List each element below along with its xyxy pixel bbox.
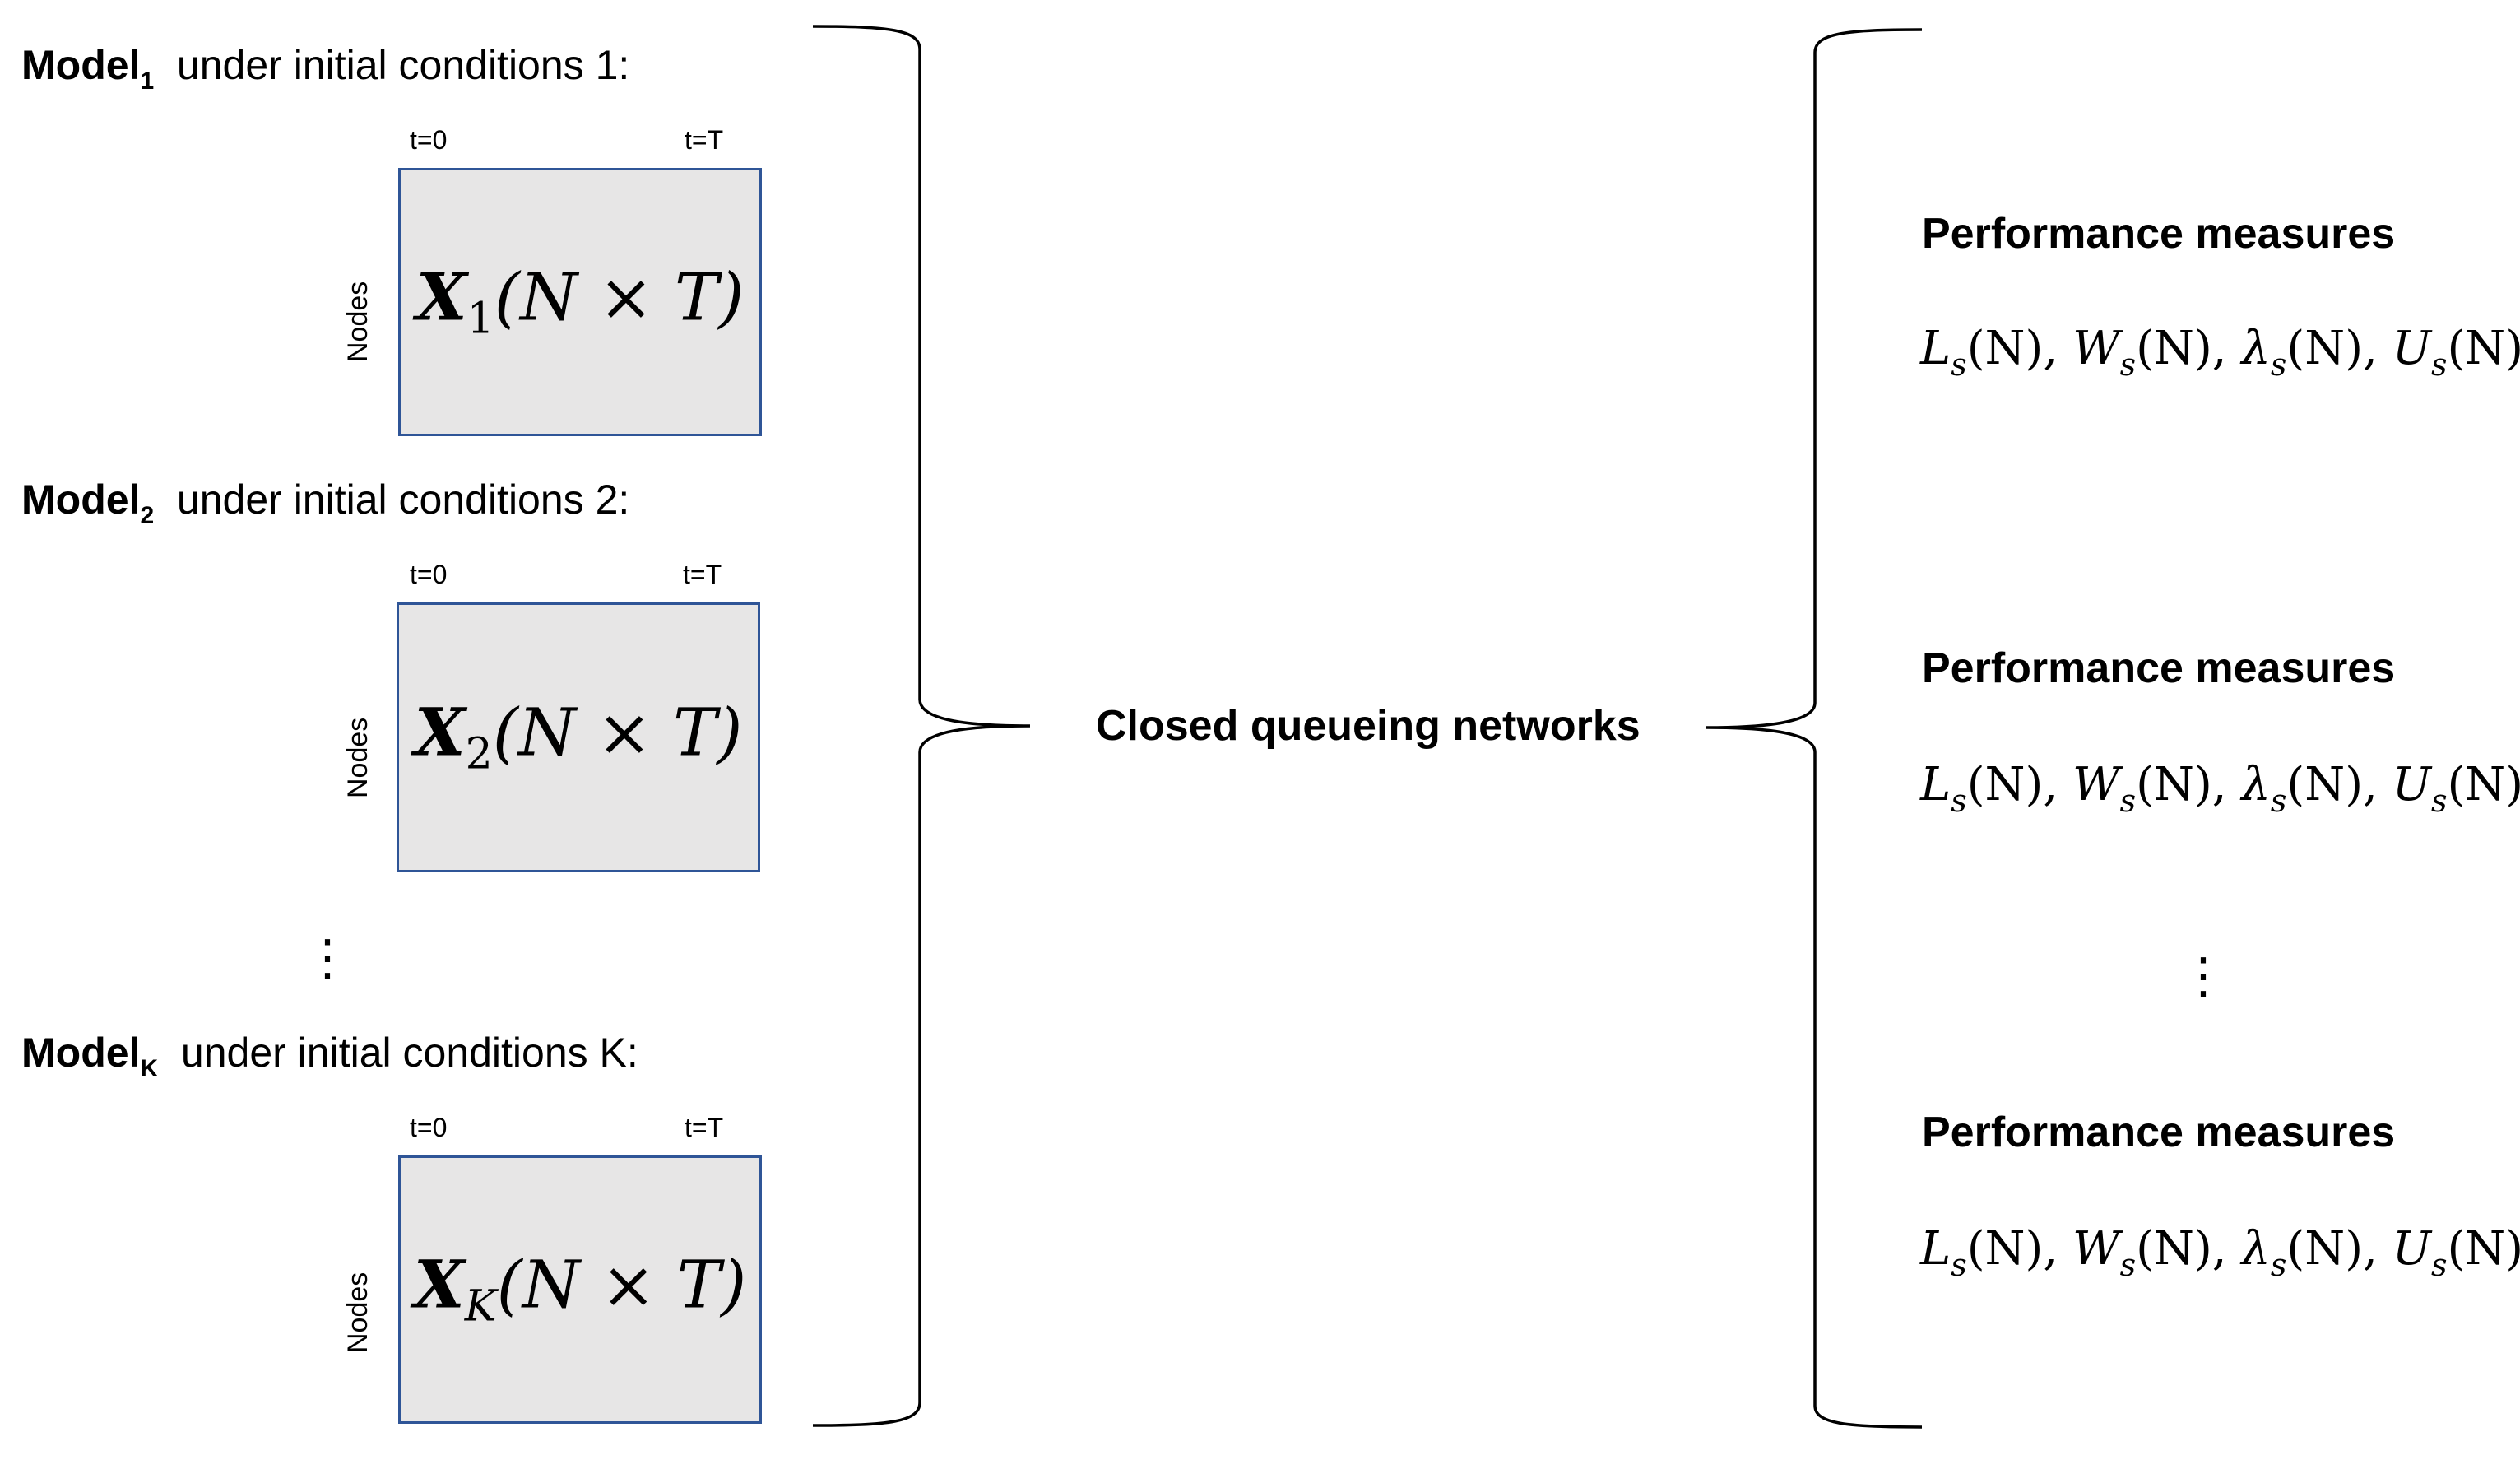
performance-3-W: W (2072, 1222, 2120, 1276)
performance-1-lambda: λ (2241, 322, 2271, 375)
performance-1-W-sub: s (2119, 346, 2137, 383)
performance-3-sep-3: , (2363, 1222, 2392, 1276)
performance-3-formula: Ls(N), Ws(N), λs(N), Us(N) (1920, 1226, 2520, 1281)
performance-3-L-sub: s (1951, 1247, 1967, 1283)
performance-2-title: Performance measures (1922, 644, 2396, 692)
model-k-index: K (140, 1055, 159, 1082)
performance-1-L-arg: (N) (1966, 322, 2044, 375)
performance-1-lambda-arg: (N) (2286, 322, 2364, 375)
model-1-name: Model (21, 42, 141, 88)
performance-3-sep-2: , (2211, 1222, 2242, 1276)
model-1-matrix: X1(N × T) (398, 168, 762, 436)
performance-3-lambda-arg: (N) (2286, 1222, 2364, 1276)
performance-2-W: W (2072, 758, 2120, 811)
model-1-matrix-formula: X1(N × T) (401, 264, 759, 341)
model-1-t-start: t=0 (410, 125, 448, 155)
model-2-index: 2 (140, 502, 155, 529)
performance-3-lambda: λ (2241, 1222, 2271, 1276)
model-1-label: Model1 under initial conditions 1: (21, 44, 629, 94)
model-k-matrix-symbol: X (413, 1245, 465, 1323)
performance-3-U: U (2392, 1222, 2431, 1276)
model-2-caption: under initial conditions 2: (176, 477, 630, 523)
model-1-t-end: t=T (685, 125, 724, 155)
performance-1-title: Performance measures (1922, 210, 2396, 258)
performance-3-L: L (1920, 1222, 1951, 1276)
model-2-name: Model (21, 477, 141, 523)
model-1-matrix-symbol: X (415, 258, 467, 336)
model-2-matrix-sub: 2 (465, 729, 493, 779)
performance-1-sep-1: , (2043, 322, 2073, 375)
performance-3-lambda-sub: s (2270, 1247, 2287, 1283)
model-2-matrix-symbol: X (414, 693, 466, 771)
performance-2-W-sub: s (2119, 783, 2137, 819)
model-2-matrix-dims: (N × T) (492, 694, 743, 771)
performance-1-L: L (1920, 322, 1951, 375)
model-k-matrix: XK(N × T) (398, 1155, 762, 1424)
model-k-t-start: t=0 (410, 1113, 448, 1142)
performance-1-U-arg: (N) (2447, 322, 2520, 375)
performance-2-lambda: λ (2241, 758, 2271, 811)
performance-1-formula: Ls(N), Ws(N), λs(N), Us(N) (1920, 326, 2520, 383)
performance-1-sep-3: , (2363, 322, 2392, 375)
performance-3-sep-1: , (2043, 1222, 2073, 1276)
performance-1-W: W (2072, 322, 2120, 375)
performance-2-sep-2: , (2211, 758, 2242, 811)
performance-3-L-arg: (N) (1966, 1222, 2044, 1276)
model-k-matrix-dims: (N × T) (496, 1246, 747, 1323)
performance-3-W-sub: s (2119, 1247, 2137, 1283)
performance-3-title: Performance measures (1922, 1109, 2396, 1156)
performance-2-sep-3: , (2363, 758, 2392, 811)
model-k-nodes-axis-label: Nodes (342, 1272, 374, 1353)
model-2-t-start: t=0 (410, 560, 448, 589)
model-k-name: Model (21, 1030, 141, 1076)
left-curly-brace (812, 25, 1031, 1427)
left-ellipsis: ⋮ (303, 929, 352, 987)
performance-1-lambda-sub: s (2270, 346, 2287, 383)
model-2-matrix-formula: X2(N × T) (399, 700, 758, 776)
performance-1-W-arg: (N) (2136, 322, 2212, 375)
right-ellipsis: ⋮ (2179, 947, 2228, 1005)
model-1-matrix-sub: 1 (466, 294, 494, 344)
performance-2-sep-1: , (2043, 758, 2073, 811)
performance-3-U-arg: (N) (2447, 1222, 2520, 1276)
closed-queueing-networks-label: Closed queueing networks (1096, 702, 1641, 750)
model-k-label: ModelK under initial conditions K: (21, 1032, 638, 1081)
performance-2-U-sub: s (2430, 783, 2448, 819)
performance-2-L-sub: s (1951, 783, 1967, 819)
performance-2-U: U (2392, 758, 2431, 811)
model-1-index: 1 (140, 67, 155, 95)
performance-1-U-sub: s (2430, 346, 2448, 383)
model-1-nodes-axis-label: Nodes (342, 281, 374, 362)
performance-3-W-arg: (N) (2136, 1222, 2212, 1276)
model-k-matrix-sub: K (464, 1281, 497, 1332)
model-2-nodes-axis-label: Nodes (342, 717, 374, 798)
model-k-caption: under initial conditions K: (180, 1030, 638, 1076)
model-1-caption: under initial conditions 1: (176, 42, 630, 88)
right-curly-brace (1706, 28, 1923, 1429)
performance-1-L-sub: s (1951, 346, 1967, 383)
performance-3-U-sub: s (2430, 1247, 2448, 1283)
performance-1-sep-2: , (2211, 322, 2242, 375)
performance-2-W-arg: (N) (2136, 758, 2212, 811)
model-1-matrix-dims: (N × T) (494, 258, 745, 336)
performance-2-L: L (1920, 758, 1951, 811)
model-2-matrix: X2(N × T) (397, 602, 760, 872)
model-k-matrix-formula: XK(N × T) (401, 1252, 759, 1328)
performance-2-L-arg: (N) (1966, 758, 2044, 811)
performance-2-lambda-sub: s (2270, 783, 2287, 819)
performance-2-formula: Ls(N), Ws(N), λs(N), Us(N) (1920, 762, 2520, 819)
model-2-t-end: t=T (683, 560, 722, 589)
performance-2-U-arg: (N) (2447, 758, 2520, 811)
performance-1-U: U (2392, 322, 2431, 375)
model-2-label: Model2 under initial conditions 2: (21, 479, 629, 528)
performance-2-lambda-arg: (N) (2286, 758, 2364, 811)
model-k-t-end: t=T (685, 1113, 724, 1142)
